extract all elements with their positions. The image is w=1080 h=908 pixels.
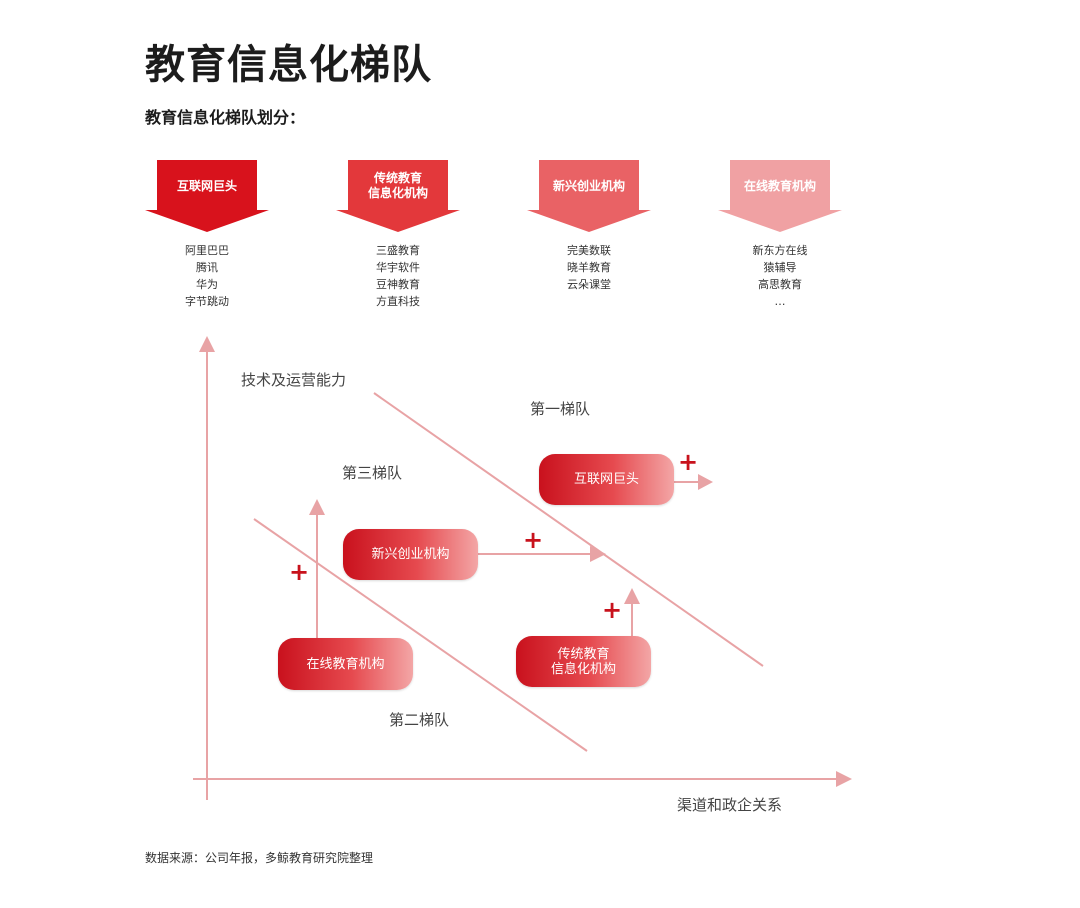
node-online-education: 在线教育机构 (278, 638, 413, 690)
online-growth-arrow-icon (309, 499, 325, 515)
x-axis-label: 渠道和政企关系 (677, 796, 783, 814)
tier-member: 猿辅导 (763, 261, 797, 274)
tier-label: 互联网巨头 (176, 178, 237, 193)
tier-arrow-icon: 在线教育机构 (718, 160, 842, 232)
plus-icon: + (523, 526, 544, 554)
tier-member: 华宇软件 (376, 261, 420, 274)
tier-member-list: 完美数联 晓羊教育 云朵课堂 (527, 242, 651, 293)
tier-label: 在线教育机构 (743, 178, 816, 193)
source-note: 数据来源：公司年报，多鲸教育研究院整理 (145, 851, 374, 865)
y-axis-arrow-icon (199, 336, 215, 352)
tier-member: 晓羊教育 (567, 261, 611, 274)
tier-column-traditional: 传统教育 信息化机构 三盛教育 华宇软件 豆神教育 方直科技 (336, 160, 460, 310)
tier-arrow-icon: 新兴创业机构 (527, 160, 651, 232)
tier-member: 云朵课堂 (567, 278, 611, 291)
tier-member: 完美数联 (567, 244, 611, 257)
tier-member: 新东方在线 (752, 244, 808, 257)
tier-column-online: 在线教育机构 新东方在线 猿辅导 高思教育 … (718, 160, 842, 310)
node-internet-giants: 互联网巨头 (539, 454, 674, 505)
y-axis-label: 技术及运营能力 (241, 371, 347, 389)
zone-third-label: 第三梯队 (342, 464, 403, 482)
node-traditional-education: 传统教育 信息化机构 (516, 636, 651, 687)
tier-member-list: 阿里巴巴 腾讯 华为 字节跳动 (145, 242, 269, 310)
node-startups: 新兴创业机构 (343, 529, 478, 580)
plus-icon: + (678, 448, 699, 476)
divider-first-tier (373, 392, 764, 667)
traditional-growth-arrow-icon (624, 588, 640, 604)
zone-second-label: 第二梯队 (389, 711, 450, 729)
plus-icon: + (289, 558, 310, 586)
plus-icon: + (602, 596, 623, 624)
tier-member: 三盛教育 (376, 244, 420, 257)
tier-member-list: 三盛教育 华宇软件 豆神教育 方直科技 (336, 242, 460, 310)
tier-member: 高思教育 (758, 278, 802, 291)
tier-label: 传统教育 信息化机构 (367, 171, 428, 200)
tier-label: 新兴创业机构 (552, 178, 625, 193)
tier-member: 字节跳动 (185, 295, 229, 308)
tier-member: 阿里巴巴 (185, 244, 229, 257)
zone-first-label: 第一梯队 (530, 400, 591, 418)
tier-member: 华为 (196, 278, 218, 291)
tier-column-startup: 新兴创业机构 完美数联 晓羊教育 云朵课堂 (527, 160, 651, 293)
tier-arrow-icon: 互联网巨头 (145, 160, 269, 232)
tier-member: 腾讯 (196, 261, 218, 274)
x-axis-arrow-icon (836, 771, 852, 787)
tier-member: 豆神教育 (376, 278, 420, 291)
tier-member-list: 新东方在线 猿辅导 高思教育 … (718, 242, 842, 310)
tier-member: … (774, 295, 786, 308)
startup-growth-arrow-icon (590, 546, 606, 562)
section-subtitle: 教育信息化梯队划分： (145, 108, 306, 127)
page-title: 教育信息化梯队 (145, 42, 432, 88)
tier-member: 方直科技 (376, 295, 420, 308)
tier-column-internet: 互联网巨头 阿里巴巴 腾讯 华为 字节跳动 (145, 160, 269, 310)
tier-arrow-icon: 传统教育 信息化机构 (336, 160, 460, 232)
internet-growth-arrow-icon (698, 474, 713, 490)
divider-third-tier (253, 518, 588, 752)
